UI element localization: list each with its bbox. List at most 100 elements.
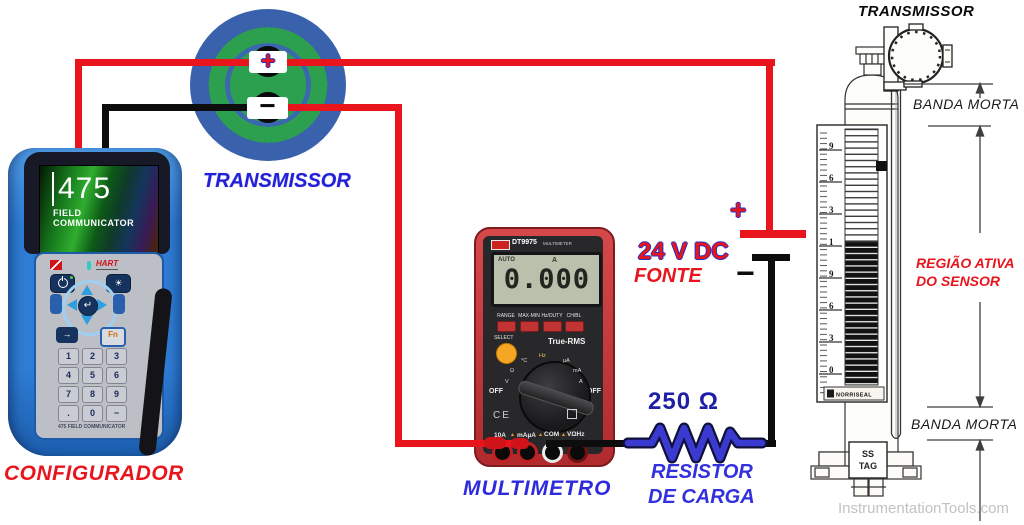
dial-mark-a: A bbox=[579, 379, 583, 385]
svg-text:0: 0 bbox=[829, 365, 834, 375]
probe-plug-red-2 bbox=[511, 438, 529, 449]
svg-text:6: 6 bbox=[829, 301, 834, 311]
device-footer-label: 475 FIELD COMMUNICATOR bbox=[58, 424, 126, 430]
lcd-unit: A bbox=[552, 257, 558, 264]
watermark: InstrumentationTools.com bbox=[838, 500, 1009, 517]
jack-label-ma: mAµA bbox=[517, 432, 536, 439]
battery-minus-plate bbox=[752, 254, 790, 261]
key-minus[interactable]: − bbox=[106, 405, 127, 422]
dial-mark-ua: µA bbox=[563, 358, 570, 364]
configurator-label: CONFIGURADOR bbox=[4, 462, 184, 485]
key-8[interactable]: 8 bbox=[82, 386, 103, 403]
wire-black-left bbox=[102, 104, 274, 111]
jack-label-com: COM bbox=[544, 431, 560, 438]
dial-mark-temp: °C bbox=[521, 358, 528, 364]
svg-text:6: 6 bbox=[829, 173, 834, 183]
nav-up-arrow[interactable] bbox=[81, 285, 93, 295]
resistor-label-line1: RESISTOR bbox=[651, 461, 753, 483]
meter-model-suffix: MULTIMETER bbox=[543, 241, 572, 246]
svg-text:9: 9 bbox=[829, 269, 834, 279]
select-button[interactable] bbox=[496, 343, 517, 364]
backlight-button[interactable]: ☀ bbox=[106, 274, 131, 293]
active-region-line2: DO SENSOR bbox=[916, 273, 1001, 289]
nav-down-arrow[interactable] bbox=[81, 315, 93, 325]
tab-key[interactable]: → bbox=[56, 327, 78, 343]
lcd: AUTO A 0.000 bbox=[491, 252, 602, 307]
rotary-dial[interactable] bbox=[516, 361, 596, 433]
wire-black-supply-drop bbox=[768, 261, 775, 447]
enter-button[interactable]: ↵ bbox=[78, 296, 98, 316]
meter-btn-label-chbl: CH/BL bbox=[566, 313, 582, 319]
nav-left-arrow[interactable] bbox=[67, 299, 77, 311]
dead-band-top-label: BANDA MORTA bbox=[913, 96, 1020, 112]
off-left-label: OFF bbox=[489, 388, 503, 395]
svg-text:1: 1 bbox=[829, 237, 834, 247]
screen-model: 475 bbox=[52, 172, 111, 206]
key-dot[interactable]: . bbox=[58, 405, 79, 422]
enter-icon: ↵ bbox=[83, 300, 93, 311]
warning-triangle-icon: ▲ bbox=[561, 432, 566, 438]
hart-logo: HART bbox=[96, 259, 119, 270]
screen-line2: COMMUNICATOR bbox=[53, 218, 135, 228]
active-region-line1: REGIÃO ATIVA bbox=[916, 255, 1015, 271]
meter-model: DT9975 bbox=[512, 239, 537, 246]
power-led bbox=[70, 276, 73, 279]
key-3[interactable]: 3 bbox=[106, 348, 127, 365]
tag-line2: TAG bbox=[859, 461, 877, 471]
wire-black-com bbox=[546, 440, 634, 447]
power-icon-tick bbox=[61, 276, 64, 281]
dead-band-bottom-label: BANDA MORTA bbox=[911, 416, 1018, 432]
hzduty-button[interactable] bbox=[543, 321, 562, 332]
lcd-reading: 0.000 bbox=[503, 264, 590, 295]
brand-logo-icon bbox=[50, 260, 62, 270]
key-5[interactable]: 5 bbox=[82, 367, 103, 384]
wire-red-to-meter bbox=[395, 440, 525, 447]
backlight-icon: ☀ bbox=[114, 278, 123, 288]
gauge-brand: NORRISEAL bbox=[836, 393, 872, 399]
gauge-tube bbox=[890, 86, 902, 440]
key-1[interactable]: 1 bbox=[58, 348, 79, 365]
range-button[interactable] bbox=[497, 321, 516, 332]
maxmin-button[interactable] bbox=[520, 321, 539, 332]
key-2[interactable]: 2 bbox=[82, 348, 103, 365]
screen: 475 FIELD COMMUNICATOR bbox=[39, 165, 159, 255]
key-7[interactable]: 7 bbox=[58, 386, 79, 403]
meter-brand-logo bbox=[491, 240, 510, 250]
dial-mark-ma: mA bbox=[573, 368, 582, 374]
left-soft-key[interactable] bbox=[50, 294, 62, 314]
wire-red-top bbox=[75, 59, 775, 66]
wire-black-left-drop bbox=[102, 104, 109, 156]
dimension-lines bbox=[903, 81, 993, 521]
key-4[interactable]: 4 bbox=[58, 367, 79, 384]
fn-key[interactable]: Fn bbox=[100, 327, 126, 347]
jack-label-10a: 10A bbox=[494, 432, 506, 439]
terminal-minus: − bbox=[247, 92, 288, 120]
keypad-panel: HART ☀ ↵ → bbox=[34, 252, 164, 440]
key-6[interactable]: 6 bbox=[106, 367, 127, 384]
key-9[interactable]: 9 bbox=[106, 386, 127, 403]
key-0[interactable]: 0 bbox=[82, 405, 103, 422]
jack-label-vohm: VΩHz bbox=[567, 431, 585, 438]
chbl-button[interactable] bbox=[565, 321, 584, 332]
select-label: SELECT bbox=[494, 335, 514, 341]
dial-mark-ohm: Ω bbox=[510, 368, 515, 374]
meter-face: DT9975 MULTIMETER AUTO A 0.000 RANGE MAX… bbox=[483, 236, 603, 463]
multimeter-label: MULTIMETRO bbox=[463, 477, 612, 500]
screen-bezel: 475 FIELD COMMUNICATOR bbox=[24, 152, 170, 255]
svg-text:3: 3 bbox=[829, 333, 834, 343]
dial-pointer bbox=[516, 379, 596, 417]
off-right-label: OFF bbox=[587, 388, 601, 395]
plus-symbol: + bbox=[260, 47, 276, 75]
gauge-scale-numbers: 9 6 3 1 9 6 3 0 bbox=[829, 141, 834, 375]
nav-right-arrow[interactable] bbox=[97, 299, 107, 311]
svg-text:3: 3 bbox=[829, 205, 834, 215]
right-soft-key[interactable] bbox=[113, 294, 125, 314]
meter-btn-label-range: RANGE bbox=[497, 313, 515, 319]
dial-mark-v: V bbox=[505, 379, 509, 385]
meter-btn-label-maxmin: MAX-MIN bbox=[518, 313, 540, 319]
warning-triangle-icon: ▲ bbox=[510, 432, 515, 438]
warning-triangle-icon: ▲ bbox=[538, 432, 543, 438]
ce-mark: CE bbox=[493, 410, 511, 421]
hart-transmitter-label: TRANSMISSOR bbox=[203, 170, 351, 192]
wire-red-mid bbox=[283, 104, 402, 111]
